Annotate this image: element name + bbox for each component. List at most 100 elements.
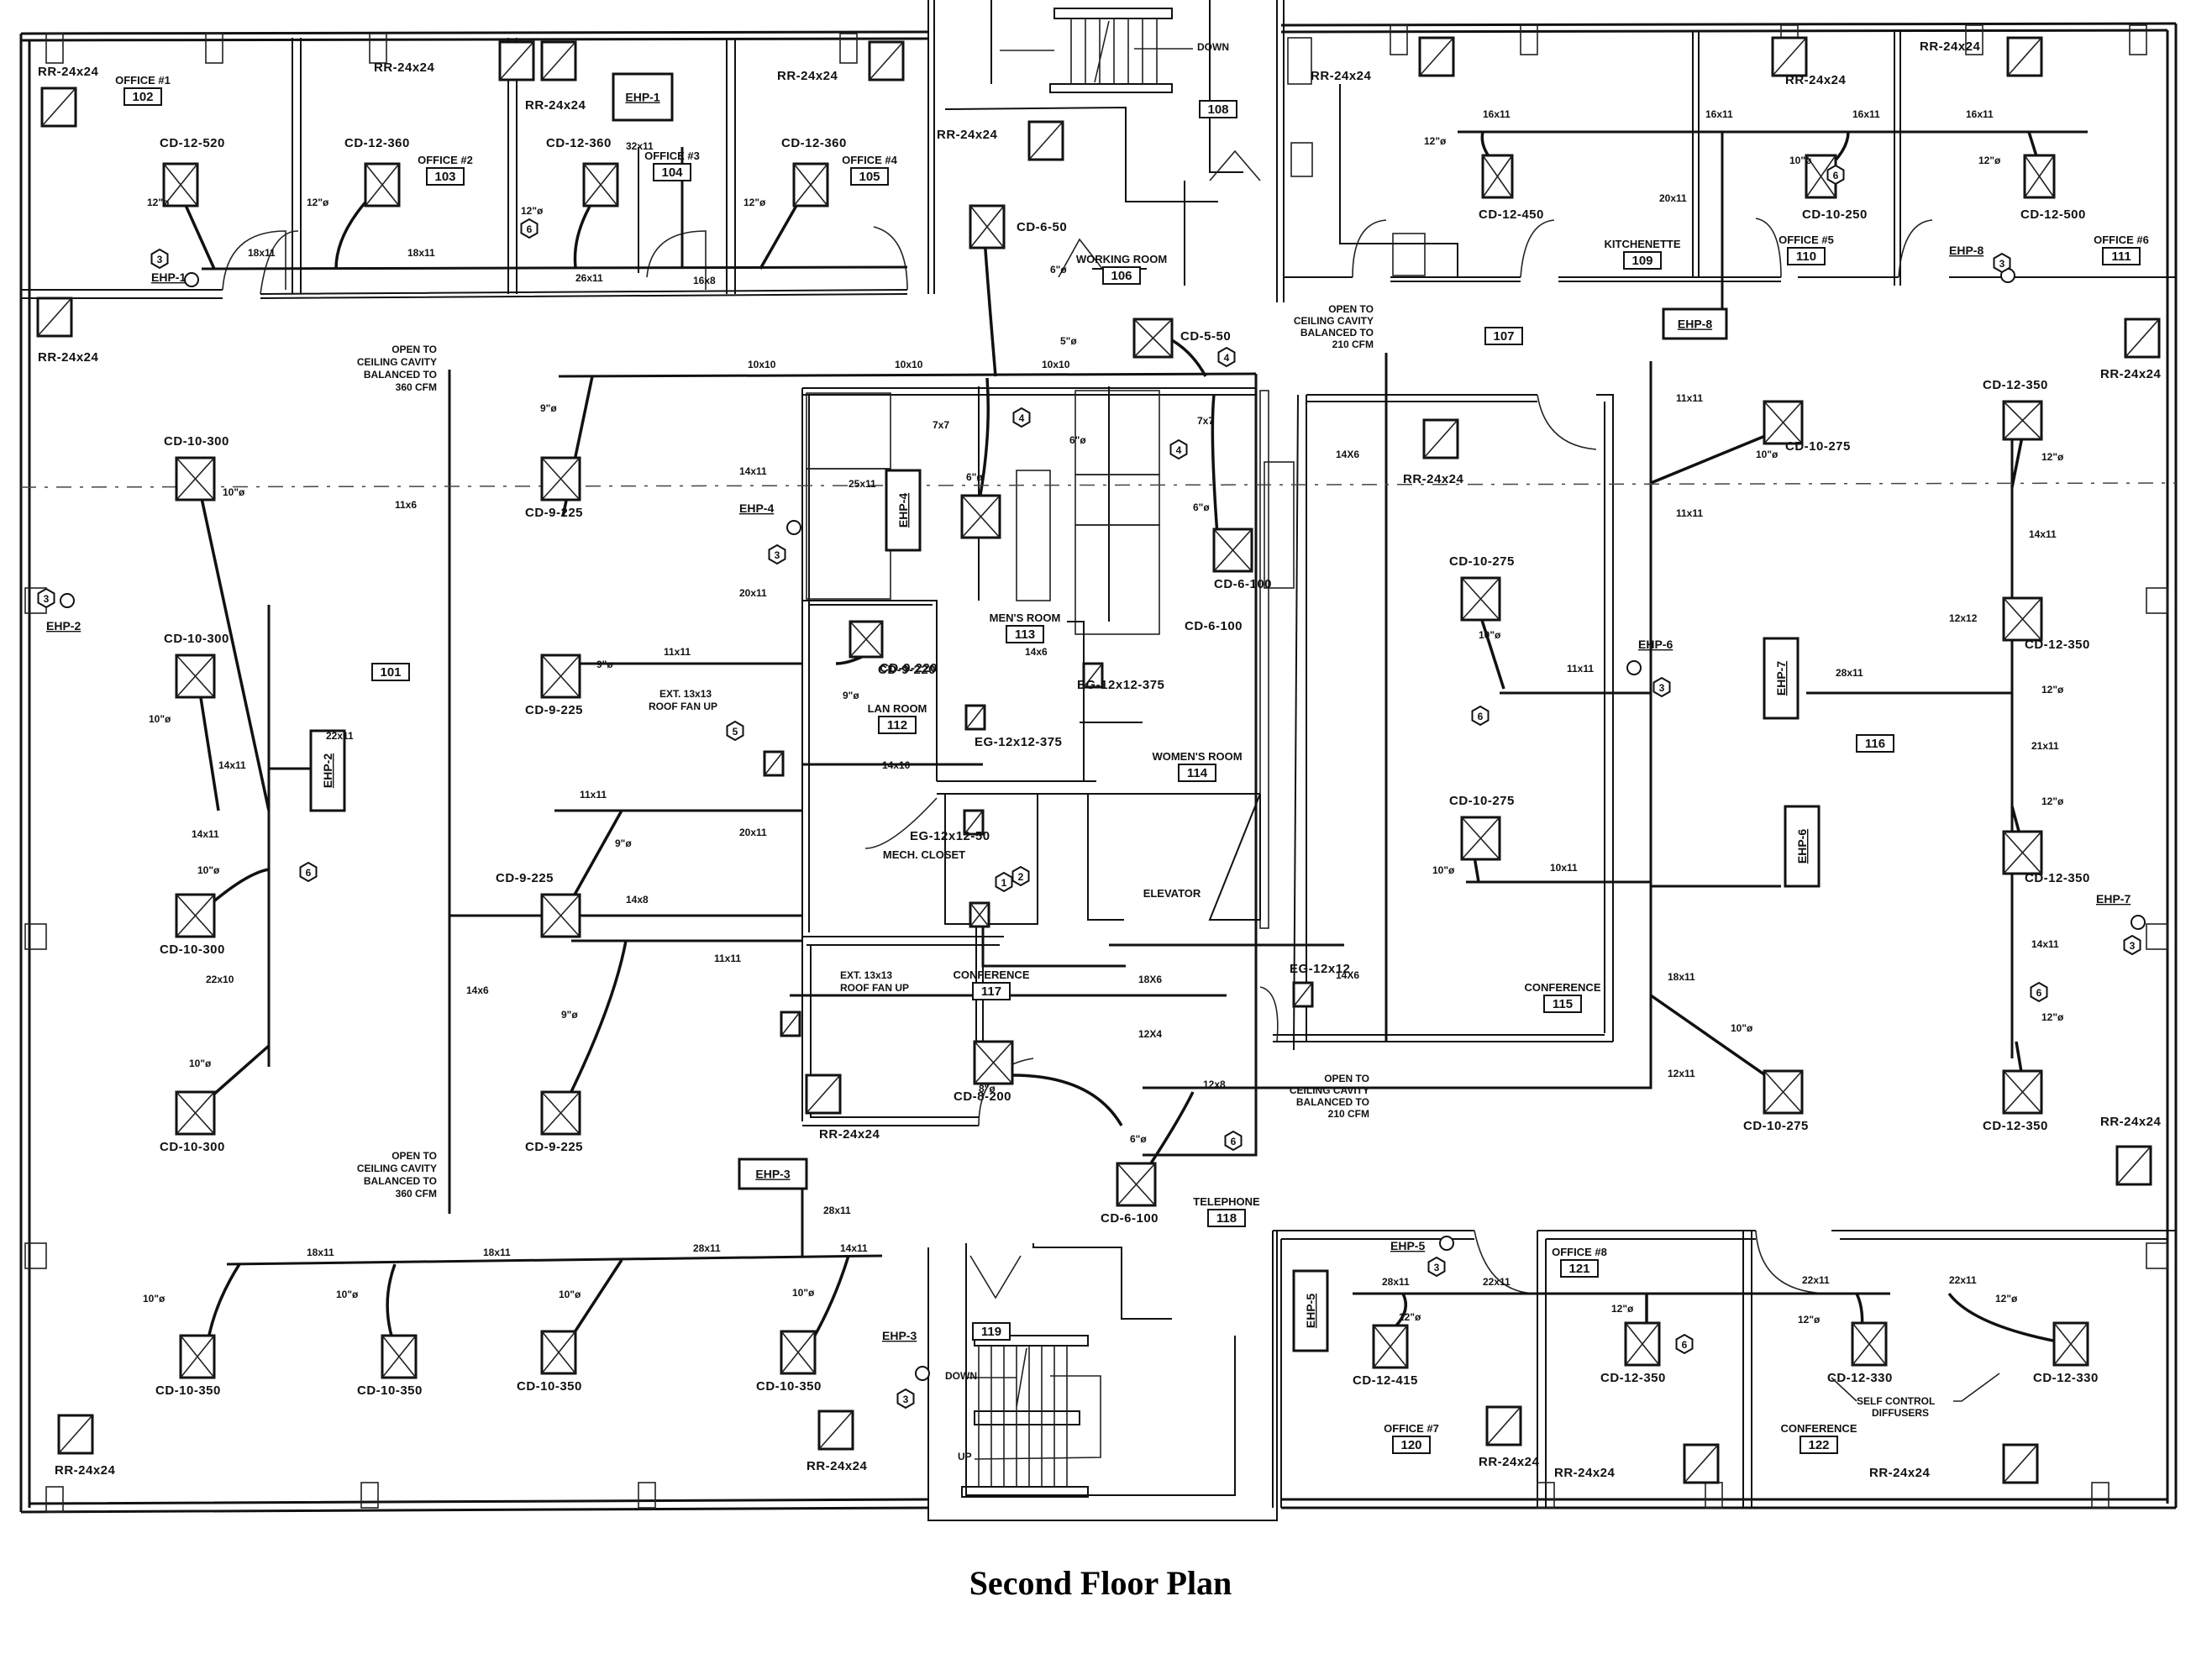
room-name: KITCHENETTE [1605,238,1681,250]
keynote-number: 3 [1659,682,1665,694]
diffuser-label: CD-9-225 [525,1140,583,1154]
room-number: 112 [887,718,907,732]
supply-diffuser: CD-8-200 [954,1040,1014,1104]
return-grille: RR-24x24 [807,1410,867,1473]
room-number: 106 [1111,269,1132,283]
keynote-hex-icon [1993,252,2011,274]
thermostat-icon [1439,1236,1454,1251]
diffuser-label: CD-5-50 [1180,329,1231,344]
room-number-box [1623,251,1662,270]
keynote-number: 3 [44,593,50,605]
size-annotation: 14x11 [2029,528,2057,540]
heat-pump-unit: EHP-4 [885,469,922,552]
size-annotation: 10x10 [895,359,923,370]
duct-trunk-east-core [1143,374,1258,1157]
supply-diffuser: CD-12-350 [2002,830,2089,885]
keynote-number: 3 [2130,940,2136,952]
women-room-wall [1067,621,1143,781]
room-number: 107 [1493,329,1514,344]
ductwork [201,130,2088,1295]
diffuser-label: CD-12-350 [1983,378,2048,392]
room-number-box [972,982,1011,1000]
supply-diffuser: CD-10-275 [1449,794,1514,861]
keynote-number: 6 [1833,170,1839,181]
room-name: CONFERENCE [953,969,1029,981]
lavatory-counter [1016,470,1051,601]
room-number-box [1102,266,1141,285]
room-number: 115 [1553,997,1573,1011]
exhaust-grille: EG-12x12-50 [910,809,990,843]
room-number: 104 [661,165,683,180]
supply-diffuser: CD-12-360 [781,136,846,207]
keynote-tag: 4 [1012,407,1031,428]
size-annotation: 12"ø [1798,1314,1821,1326]
note-line: EXT. 13x13 [659,688,712,700]
keynote-number: 1 [1001,877,1007,889]
open-ceiling-note-southeast: OPEN TO CEILING CAVITY BALANCED TO 210 C… [1290,1073,1369,1120]
keynote-number: 3 [775,549,780,561]
size-annotation: 12x11 [1668,1068,1695,1079]
keynote-tag: 3 [2123,934,2141,956]
diffuser-label: CD-12-350 [1600,1371,1666,1385]
size-annotation: 12"ø [2041,1011,2064,1023]
supply-diffuser: CD-12-415 [1353,1324,1417,1388]
exterior-wall-top-left [20,30,929,42]
keynote-tag: 6 [1826,164,1845,186]
note-line: BALANCED TO [364,1175,437,1187]
room-number-box [1543,995,1582,1013]
size-annotation: 12"ø [2041,795,2064,807]
room-name: OFFICE #1 [115,74,171,87]
return-grille: RR-24x24 [36,297,98,365]
exhaust-grille: EG-12x12-375 [1077,662,1164,692]
room-number: 110 [1796,249,1816,264]
size-annotation: 12"ø [1995,1293,2018,1305]
room-name: OFFICE #2 [418,154,473,166]
supply-diffuser: CD-9-225 [525,654,583,717]
exhaust-grille-label: EG-12x12-375 [1077,678,1164,692]
conference-115-wall-bottom [1273,1034,1613,1042]
toilet-stall [1074,474,1160,526]
size-annotation: 25x11 [849,478,876,490]
diffuser-label: CD-10-275 [1743,1119,1809,1133]
note-line: EXT. 13x13 [840,969,892,981]
diffuser-label: CD-8-200 [954,1089,1011,1104]
diffuser-label: CD-9-220 [878,663,936,677]
thermostat-label: EHP-7 [2096,892,2131,906]
keynote-hex-icon [1224,1130,1243,1152]
room-number-box [1199,100,1237,118]
size-annotation: 7x7 [1197,415,1214,427]
return-grille: RR-24x24 [937,120,1064,161]
room-number: 108 [1207,102,1228,117]
room-label: 116 [1856,734,1894,753]
size-annotation: 14x6 [466,984,489,996]
supply-diffuser: CD-12-350 [1983,378,2048,441]
room-name: TELEPHONE [1193,1195,1260,1208]
room-number: 122 [1808,1438,1829,1452]
supply-diffuser: CD-5-50 [1132,318,1231,359]
room-label: 108 [1199,100,1237,118]
thermostat-callout: EHP-1 [151,270,186,284]
exhaust-grille-label: EG-12x12 [1290,962,1350,976]
diffuser-label: CD-12-500 [2020,207,2086,222]
size-annotation: 12"ø [2041,684,2064,696]
size-annotation: 20x11 [739,587,767,599]
diffuser-label: CD-6-50 [1017,220,1067,234]
size-annotation: 14X6 [1336,449,1359,460]
note-line: CEILING CAVITY [1294,315,1374,327]
heat-pump-label: EHP-8 [1678,318,1712,331]
room-label: 101 [371,663,410,681]
thermostat-label: EHP-2 [46,619,81,633]
room-number-box [850,167,889,186]
diffuser-label: CD-9-225 [496,871,554,885]
room-number-box [653,163,691,181]
keynote-number: 6 [1682,1339,1688,1351]
toilet-stall [806,392,891,470]
return-grille: RR-24x24 [1920,36,2043,77]
supply-diffuser: CD-10-300 [164,434,229,501]
heat-pump-unit: EHP-1 [612,72,674,122]
thermostat-callout: EHP-8 [1949,244,1983,257]
duct-trunk-south [226,1254,883,1266]
